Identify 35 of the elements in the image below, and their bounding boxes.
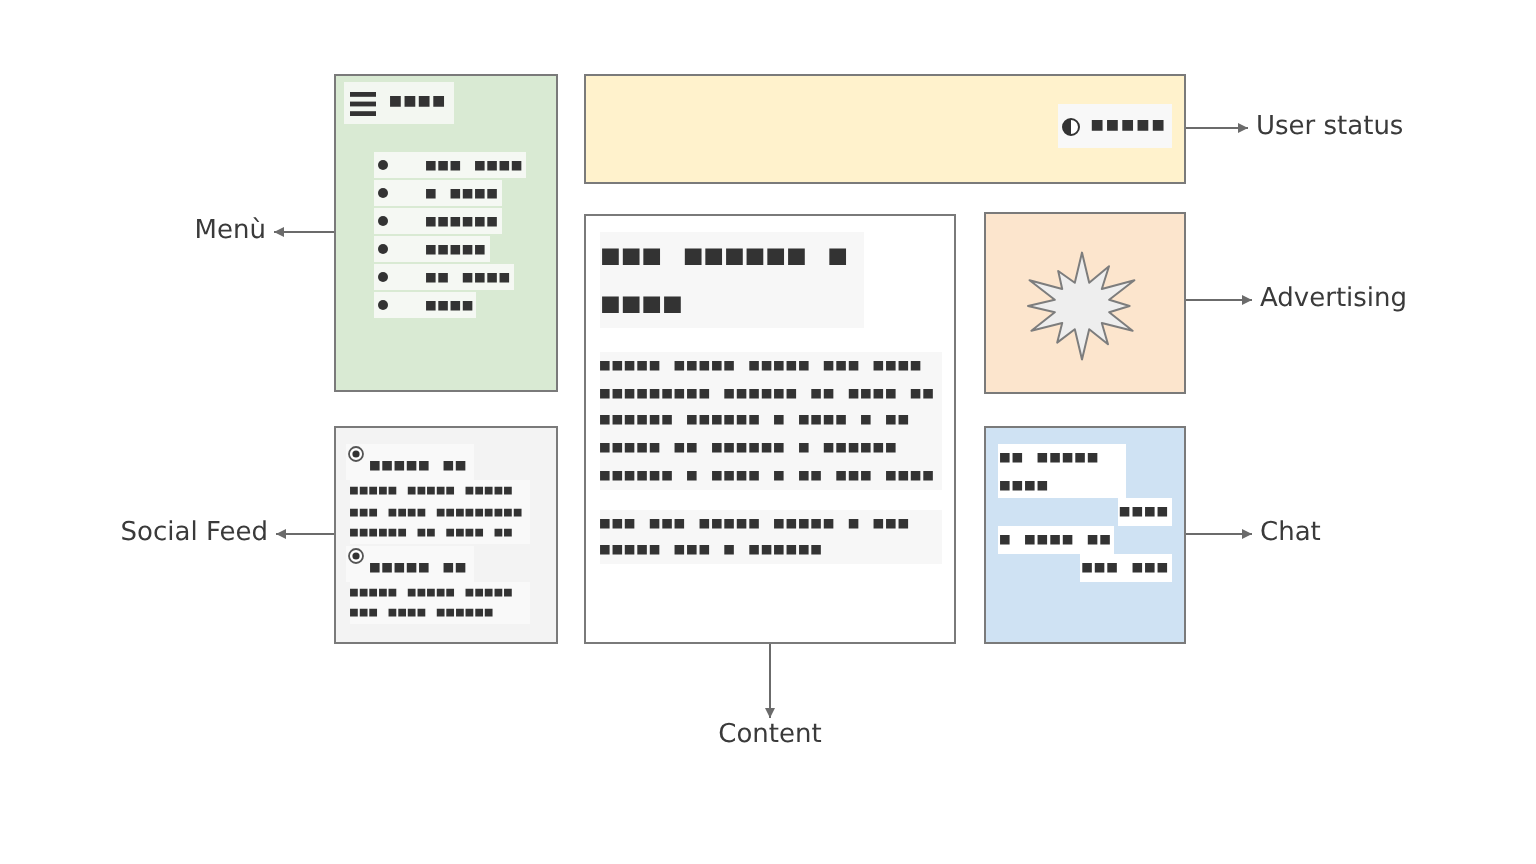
arrow — [1185, 529, 1253, 539]
article-paragraph: ■■■■■ ■■■■■ ■■■■■ ■■■ ■■■■ ■■■■■■■■■ ■■■■■■ ■■ ■■■■ ■■ ■■■■■■ ■■■■■■ ■ ■■■■ ■ ■■ ■■■■■ ■■ ■■■■■■ ■ ■■■■■■ ■■■■■■ ■ ■■■■ ■ ■■ ■■■ ■■■■ — [600, 352, 942, 490]
arrow — [273, 227, 335, 237]
arrow — [1185, 295, 1253, 305]
ad-panel — [984, 212, 1186, 394]
chat-message: ■■■ ■■■ — [1080, 553, 1172, 582]
list-item-text: ■■■ ■■■■ — [426, 154, 524, 178]
arrow — [275, 529, 335, 539]
content-panel — [584, 214, 956, 644]
post-title: ■■■■■ ■■ — [370, 555, 468, 579]
callout-label: Content — [710, 718, 830, 754]
menu-title: ■■■■ — [390, 90, 448, 116]
post-title: ■■■■■ ■■ — [370, 454, 468, 478]
article-paragraph: ■■■ ■■■ ■■■■■ ■■■■■ ■ ■■■ ■■■■■ ■■■ ■ ■■■■■■ — [600, 509, 942, 564]
list-item-text: ■■■■ — [426, 294, 475, 318]
menu-panel — [334, 74, 558, 392]
status-text: ■■■■■ — [1091, 114, 1168, 138]
status-bar — [584, 74, 1186, 184]
chat-message: ■ ■■■■ ■■ — [998, 526, 1115, 554]
list-item-text: ■■■■■■ — [426, 210, 500, 234]
chat-panel — [984, 426, 1186, 644]
arrow — [765, 643, 775, 719]
chat-message: ■■ ■■■■■ ■■■■ — [998, 444, 1126, 499]
article-heading: ■■■ ■■■■■■ ■ ■■■■ — [600, 232, 864, 328]
list-item-text: ■ ■■■■ — [426, 182, 500, 206]
callout-label: Advertising — [1252, 282, 1416, 318]
callout-label: User status — [1248, 110, 1412, 146]
list-item-text: ■■ ■■■■ — [426, 266, 512, 290]
feed-panel — [334, 426, 558, 644]
arrow — [1185, 123, 1249, 133]
callout-label: Menù — [186, 214, 274, 250]
callout-label: Social Feed — [112, 516, 276, 552]
chat-message: ■■■■ — [1117, 498, 1172, 527]
list-item-text: ■■■■■ — [426, 238, 488, 262]
callout-label: Chat — [1252, 516, 1329, 552]
